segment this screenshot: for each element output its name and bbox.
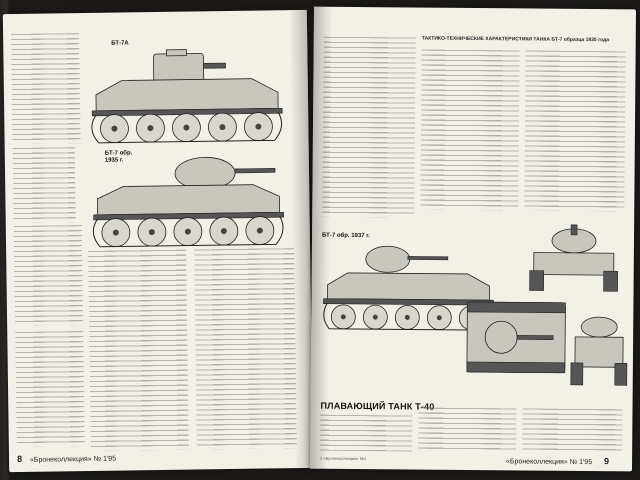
text-column — [418, 407, 517, 453]
text-column — [194, 248, 297, 450]
footer-text: «Бронеколлекция» № 1'95 — [506, 458, 593, 467]
tank-drawing-bt7-1937-front — [529, 224, 619, 292]
specs-column — [524, 50, 626, 212]
text-column — [320, 414, 413, 452]
text-column — [12, 147, 76, 224]
text-column — [522, 408, 623, 454]
footer-text: «Бронеколлекция» № 1'95 — [29, 455, 117, 464]
section-heading: ПЛАВАЮЩИЙ ТАНК Т-40 — [320, 400, 435, 412]
right-page: ТАКТИКО-ТЕХНИЧЕСКИЕ ХАРАКТЕРИСТИКИ ТАНКА… — [309, 6, 637, 472]
specs-column — [420, 49, 520, 211]
text-column — [13, 225, 84, 327]
footer-small: 2 «Бронеколлекция» №1 — [320, 455, 367, 462]
tank-drawing-bt7-1937-top — [466, 301, 566, 374]
figure-label: БТ-7А — [111, 40, 129, 47]
tank-drawing-bt7-1937-rear — [570, 316, 628, 386]
left-page: БТ-7А БТ-7 обр. 1935 г. — [2, 9, 314, 473]
text-column — [15, 331, 85, 447]
page-number: 8 — [16, 453, 23, 464]
text-column — [322, 36, 416, 218]
tank-drawing-bt7-1935 — [92, 156, 284, 248]
tank-drawing-bt7-1937-side — [323, 245, 494, 331]
text-column — [88, 249, 189, 451]
specs-title: ТАКТИКО-ТЕХНИЧЕСКИЕ ХАРАКТЕРИСТИКИ ТАНКА… — [421, 35, 610, 44]
page-number: 9 — [604, 456, 610, 467]
figure-label: БТ-7 обр. 1937 г. — [321, 232, 370, 240]
text-column — [11, 33, 81, 145]
tank-drawing-bt7a — [91, 49, 283, 144]
